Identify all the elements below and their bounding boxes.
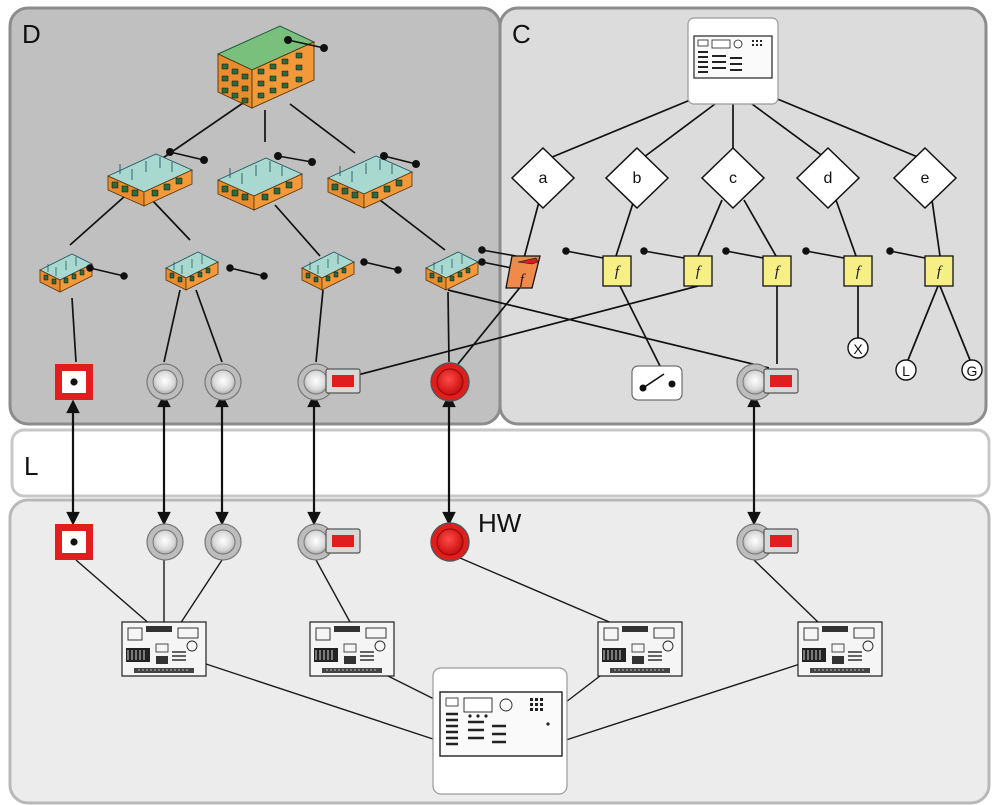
output-x-label: X <box>853 341 863 357</box>
control-node-c: c <box>700 146 766 210</box>
control-node-d-label: d <box>824 170 833 187</box>
control-panel-bottom <box>432 667 568 795</box>
link-zone <box>10 428 991 498</box>
function-block-active: f <box>505 255 541 289</box>
control-node-e: e <box>892 146 958 210</box>
output-l-label: L <box>902 363 910 379</box>
switch-contact-icon <box>631 365 683 401</box>
smoke-detector-icon <box>204 363 242 401</box>
function-block-1-label: f <box>615 264 621 280</box>
control-node-b: b <box>604 146 670 210</box>
output-g: G <box>961 359 983 381</box>
zone-label-link: L <box>24 451 38 481</box>
function-block-5: f <box>924 255 954 287</box>
function-block-3-label: f <box>775 264 781 280</box>
function-block-4: f <box>843 255 873 287</box>
control-tree-edges <box>345 97 971 379</box>
zone-label-hardware: HW <box>478 508 522 538</box>
manual-call-point-icon <box>55 364 93 400</box>
function-block-5-pin <box>886 247 926 259</box>
control-node-c-label: c <box>729 170 737 187</box>
building-wing-right-pin <box>379 152 420 169</box>
building-room-2-pin <box>226 264 268 280</box>
function-block-3: f <box>762 255 792 287</box>
building-tree-edges <box>69 102 770 369</box>
control-node-a: a <box>510 146 576 210</box>
building-room-3-pin <box>360 258 402 274</box>
detector-with-indicator-icon <box>297 363 361 401</box>
control-node-e-label: e <box>921 170 930 187</box>
control-node-b-label: b <box>633 170 642 187</box>
output-l: L <box>895 359 917 381</box>
building-wing-left-pin <box>166 148 209 165</box>
function-block-2-label: f <box>696 264 702 280</box>
control-zone <box>498 6 988 426</box>
function-block-4-label: f <box>856 264 862 280</box>
loop-module-4 <box>797 621 883 677</box>
function-block-2-pin <box>640 247 685 259</box>
function-block-1: f <box>602 255 632 287</box>
function-block-1-pin <box>562 247 604 259</box>
building-room-1-pin <box>86 264 128 280</box>
control-node-a-label: a <box>539 170 548 187</box>
building-root-pin <box>283 35 328 52</box>
zone-label-control: C <box>512 19 531 49</box>
building-room-4-pin-b <box>478 258 513 269</box>
output-g-label: G <box>967 363 978 379</box>
building-room-4-pin-a <box>478 246 517 257</box>
detector-with-indicator-icon <box>297 523 361 561</box>
hardware-zone <box>8 498 991 805</box>
function-block-5-label: f <box>937 264 943 280</box>
function-block-3-pin <box>722 247 764 259</box>
control-panel-top <box>687 17 779 105</box>
detector-with-indicator-icon <box>736 523 799 561</box>
loop-module-3 <box>597 621 683 677</box>
output-x: X <box>847 337 869 359</box>
building-wing-middle-pin <box>273 152 316 167</box>
loop-module-1 <box>121 621 207 677</box>
zone-label-building: D <box>22 19 41 49</box>
function-block-2: f <box>683 255 713 287</box>
smoke-detector-icon <box>146 523 184 561</box>
detector-with-indicator-icon <box>736 363 799 401</box>
alarm-sounder-icon <box>430 362 470 402</box>
hardware-wiring <box>75 557 821 741</box>
alarm-sounder-icon <box>430 522 470 562</box>
smoke-detector-icon <box>204 523 242 561</box>
control-node-d: d <box>795 146 861 210</box>
building-root <box>216 25 316 109</box>
smoke-detector-icon <box>146 363 184 401</box>
function-block-active-label: f <box>520 272 526 288</box>
loop-module-2 <box>309 621 395 677</box>
function-block-4-pin <box>802 247 845 259</box>
manual-call-point-icon <box>55 524 93 560</box>
